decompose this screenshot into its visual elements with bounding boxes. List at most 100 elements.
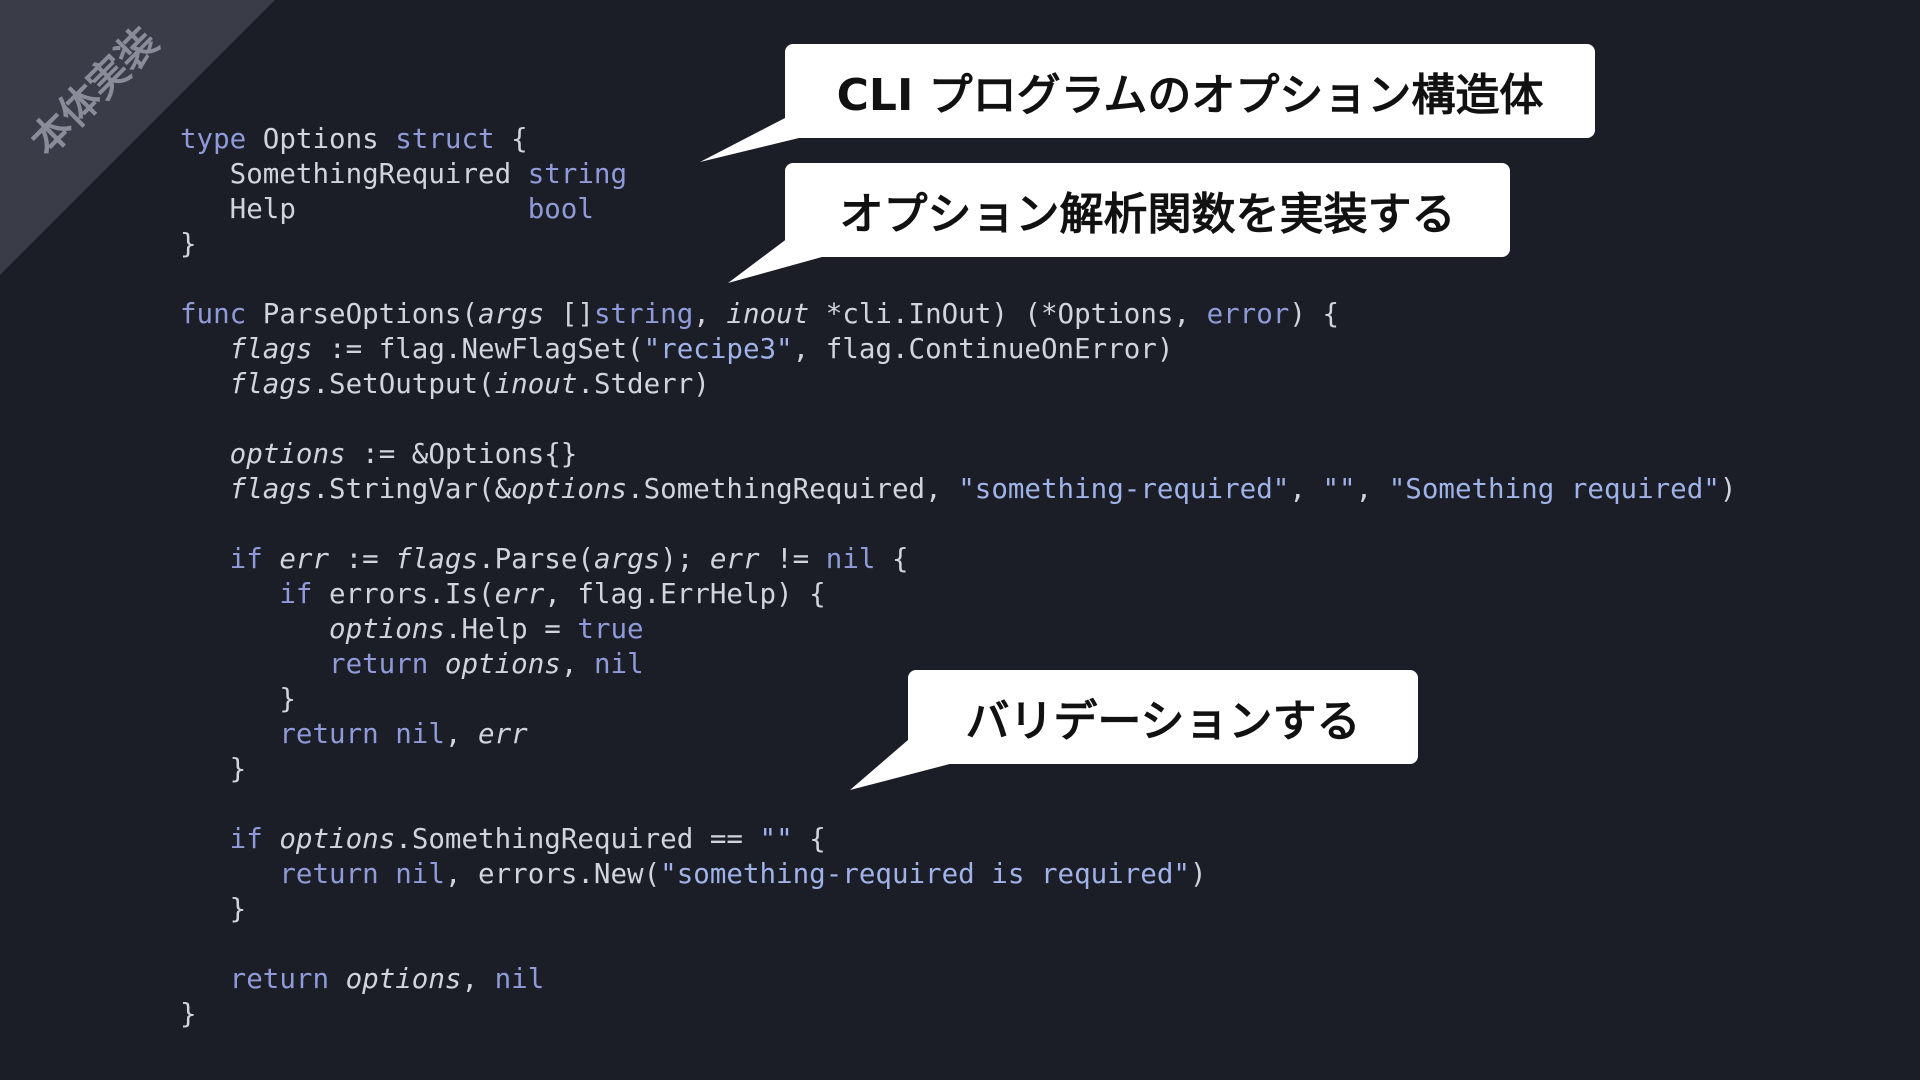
callout-parse-text: オプション解析関数を実装する	[839, 189, 1456, 240]
code-token: if	[229, 543, 263, 575]
code-token: func	[180, 298, 247, 330]
code-line	[180, 402, 1736, 437]
code-token: error	[1206, 298, 1290, 330]
code-line: flags := flag.NewFlagSet("recipe3", flag…	[180, 332, 1736, 367]
code-token: ) {	[1289, 298, 1340, 330]
code-token: .Help =	[444, 613, 578, 645]
code-token: string	[527, 158, 628, 190]
code-token: SomethingRequired	[180, 158, 528, 190]
callout-struct: CLI プログラムのオプション構造体	[785, 44, 1595, 138]
code-token	[180, 858, 279, 890]
code-token: , flag.ContinueOnError)	[792, 333, 1174, 365]
code-token: args	[593, 543, 661, 575]
code-token	[180, 473, 230, 505]
corner-label: 本体実装	[21, 18, 168, 165]
code-token: , flag.ErrHelp) {	[544, 578, 826, 610]
code-token	[180, 613, 329, 645]
code-token: }	[180, 683, 296, 715]
code-token: )	[1189, 858, 1207, 890]
callout-validate: バリデーションする	[908, 670, 1418, 764]
code-token: struct	[395, 123, 495, 155]
code-token: return	[279, 718, 379, 750]
code-line	[180, 507, 1736, 542]
code-token: options	[345, 963, 462, 995]
code-token: , errors.New(	[444, 858, 661, 890]
code-token	[379, 858, 396, 890]
code-token: .StringVar(&	[312, 473, 512, 505]
code-token: errors.Is(	[312, 578, 495, 610]
code-line: return nil, err	[180, 717, 1736, 752]
code-token: .SomethingRequired ==	[395, 823, 760, 855]
code-token	[428, 648, 445, 680]
code-token: nil	[395, 858, 445, 890]
code-token: string	[593, 298, 694, 330]
code-line: flags.StringVar(&options.SomethingRequir…	[180, 472, 1737, 507]
code-token	[263, 543, 280, 575]
code-token: := &Options{}	[345, 438, 578, 470]
code-token	[180, 578, 279, 610]
code-token: if	[279, 578, 313, 610]
code-token: }	[180, 228, 197, 260]
code-line: }	[180, 752, 1736, 787]
code-token: )	[1719, 473, 1737, 505]
code-token: options	[229, 438, 346, 470]
code-token: bool	[527, 193, 594, 225]
code-token: flags	[229, 333, 313, 365]
code-line: Help bool	[180, 192, 1736, 227]
code-token: ,	[444, 718, 479, 750]
code-line	[180, 927, 1736, 962]
code-token: !=	[759, 543, 826, 575]
code-token: nil	[494, 963, 545, 995]
code-token	[180, 438, 230, 470]
code-token: := flag.NewFlagSet(	[312, 333, 644, 365]
code-token	[180, 648, 329, 680]
code-token	[379, 718, 396, 750]
code-line: SomethingRequired string	[180, 157, 1736, 192]
code-line: }	[180, 997, 1736, 1032]
code-line: type Options struct {	[180, 122, 1736, 157]
code-token: .Parse(	[478, 543, 594, 575]
code-token: inout	[726, 298, 810, 330]
code-token: inout	[494, 368, 578, 400]
code-token: options	[444, 648, 561, 680]
code-line: }	[180, 892, 1736, 927]
code-token: return	[229, 963, 330, 995]
code-token: nil	[395, 718, 445, 750]
code-token	[180, 963, 230, 995]
code-token: }	[180, 893, 247, 925]
code-token: return	[329, 648, 429, 680]
code-token: ParseOptions(	[246, 298, 479, 330]
code-token: ,	[693, 298, 727, 330]
code-token	[180, 718, 279, 750]
code-line: func ParseOptions(args []string, inout *…	[180, 297, 1736, 332]
code-token: Options	[246, 123, 396, 155]
code-token: flags	[229, 368, 313, 400]
code-line: }	[180, 682, 1736, 717]
code-token: ""	[759, 823, 793, 855]
code-token	[180, 368, 230, 400]
code-token: ""	[1322, 473, 1356, 505]
code-token: "something-required"	[958, 473, 1290, 505]
code-token: err	[494, 578, 545, 610]
code-token: err	[279, 543, 330, 575]
code-token	[329, 963, 346, 995]
code-token: }	[180, 753, 247, 785]
code-token: {	[875, 543, 909, 575]
code-token: true	[577, 613, 644, 645]
callout-validate-text: バリデーションする	[965, 696, 1361, 747]
code-token	[180, 823, 230, 855]
code-line: options.Help = true	[180, 612, 1736, 647]
code-token: flags	[229, 473, 313, 505]
code-token: {	[494, 123, 528, 155]
code-line: if err := flags.Parse(args); err != nil …	[180, 542, 1736, 577]
code-token: args	[478, 298, 545, 330]
code-token: err	[709, 543, 760, 575]
code-token: ,	[1355, 473, 1389, 505]
code-line: return nil, errors.New("something-requir…	[180, 857, 1736, 892]
code-token: options	[329, 613, 445, 645]
code-line: options := &Options{}	[180, 437, 1736, 472]
code-line: if options.SomethingRequired == "" {	[180, 822, 1736, 857]
code-token: options	[511, 473, 628, 505]
code-token: );	[660, 543, 710, 575]
code-line: return options, nil	[180, 647, 1736, 682]
